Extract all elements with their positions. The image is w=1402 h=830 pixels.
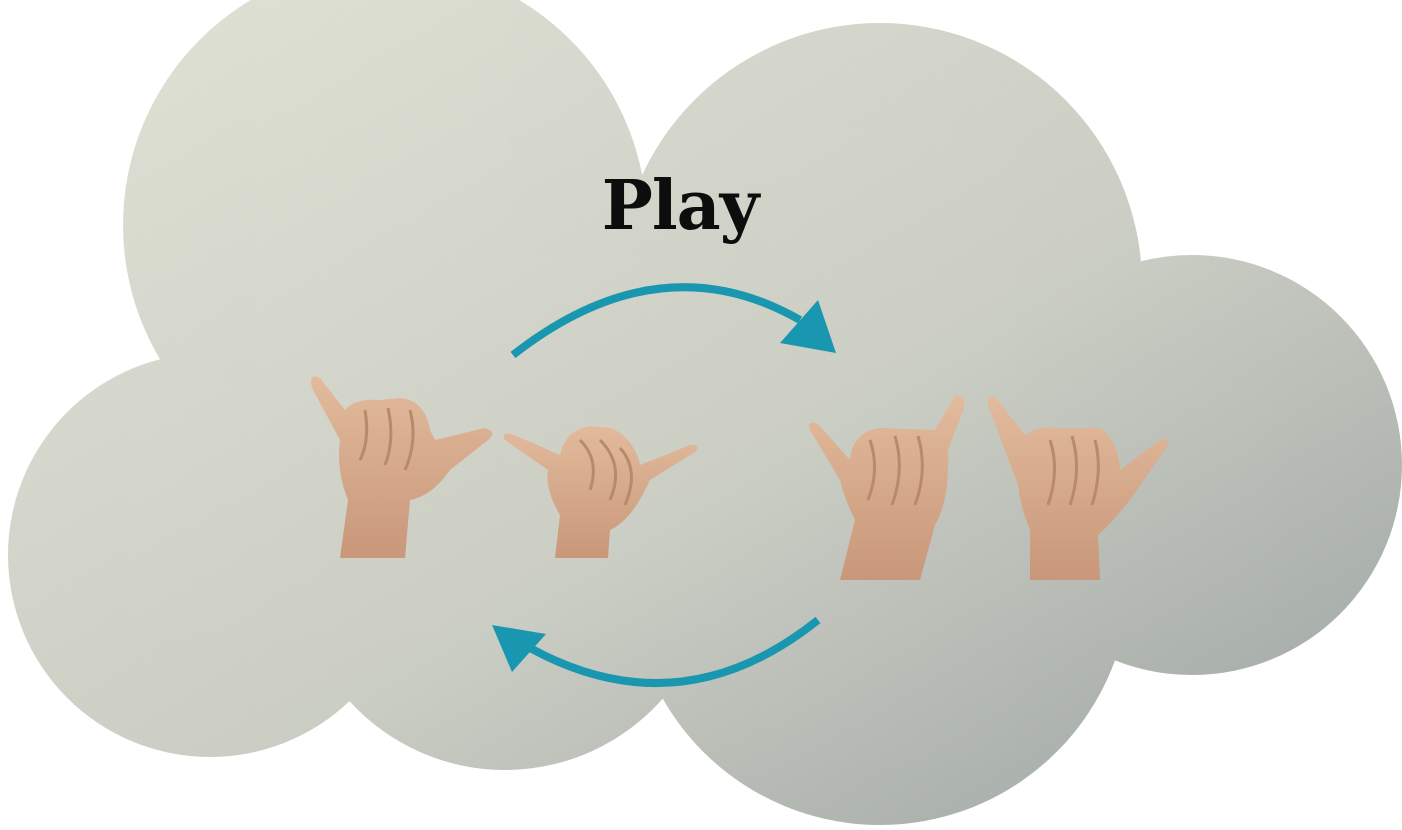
hand-y-shape-2 [503, 426, 698, 558]
hand-y-shape-4 [987, 396, 1168, 580]
arrow-right-curved-icon [510, 283, 836, 359]
page-title: Play [601, 166, 760, 246]
hand-y-shape-1 [311, 376, 493, 558]
hand-y-shape-3 [809, 395, 965, 580]
arrow-left-curved-icon [492, 616, 821, 688]
